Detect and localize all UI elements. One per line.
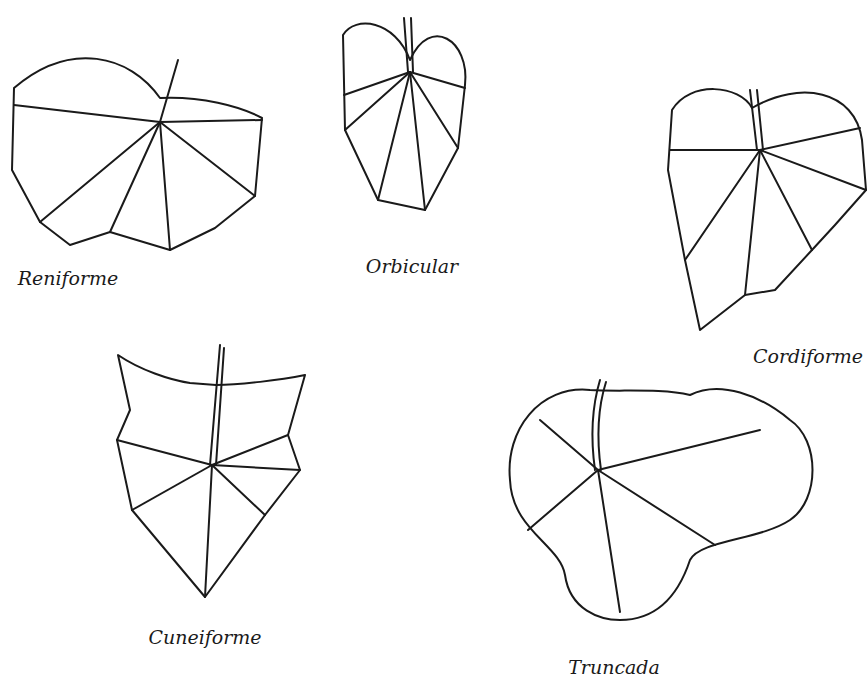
leaf-shape-label: Cordiforme [753, 345, 863, 367]
reniform-leaf [12, 58, 262, 250]
leaf-shape-label: Truncada [568, 656, 660, 678]
leaf-shape-label: Cuneiforme [148, 626, 261, 648]
truncate-leaf [510, 380, 813, 620]
cordate-leaf [668, 89, 866, 330]
orbicular-leaf [343, 18, 465, 210]
leaf-shape-label: Orbicular [366, 255, 458, 277]
cuneate-leaf [117, 345, 305, 597]
leaf-shape-label: Reniforme [18, 267, 119, 289]
